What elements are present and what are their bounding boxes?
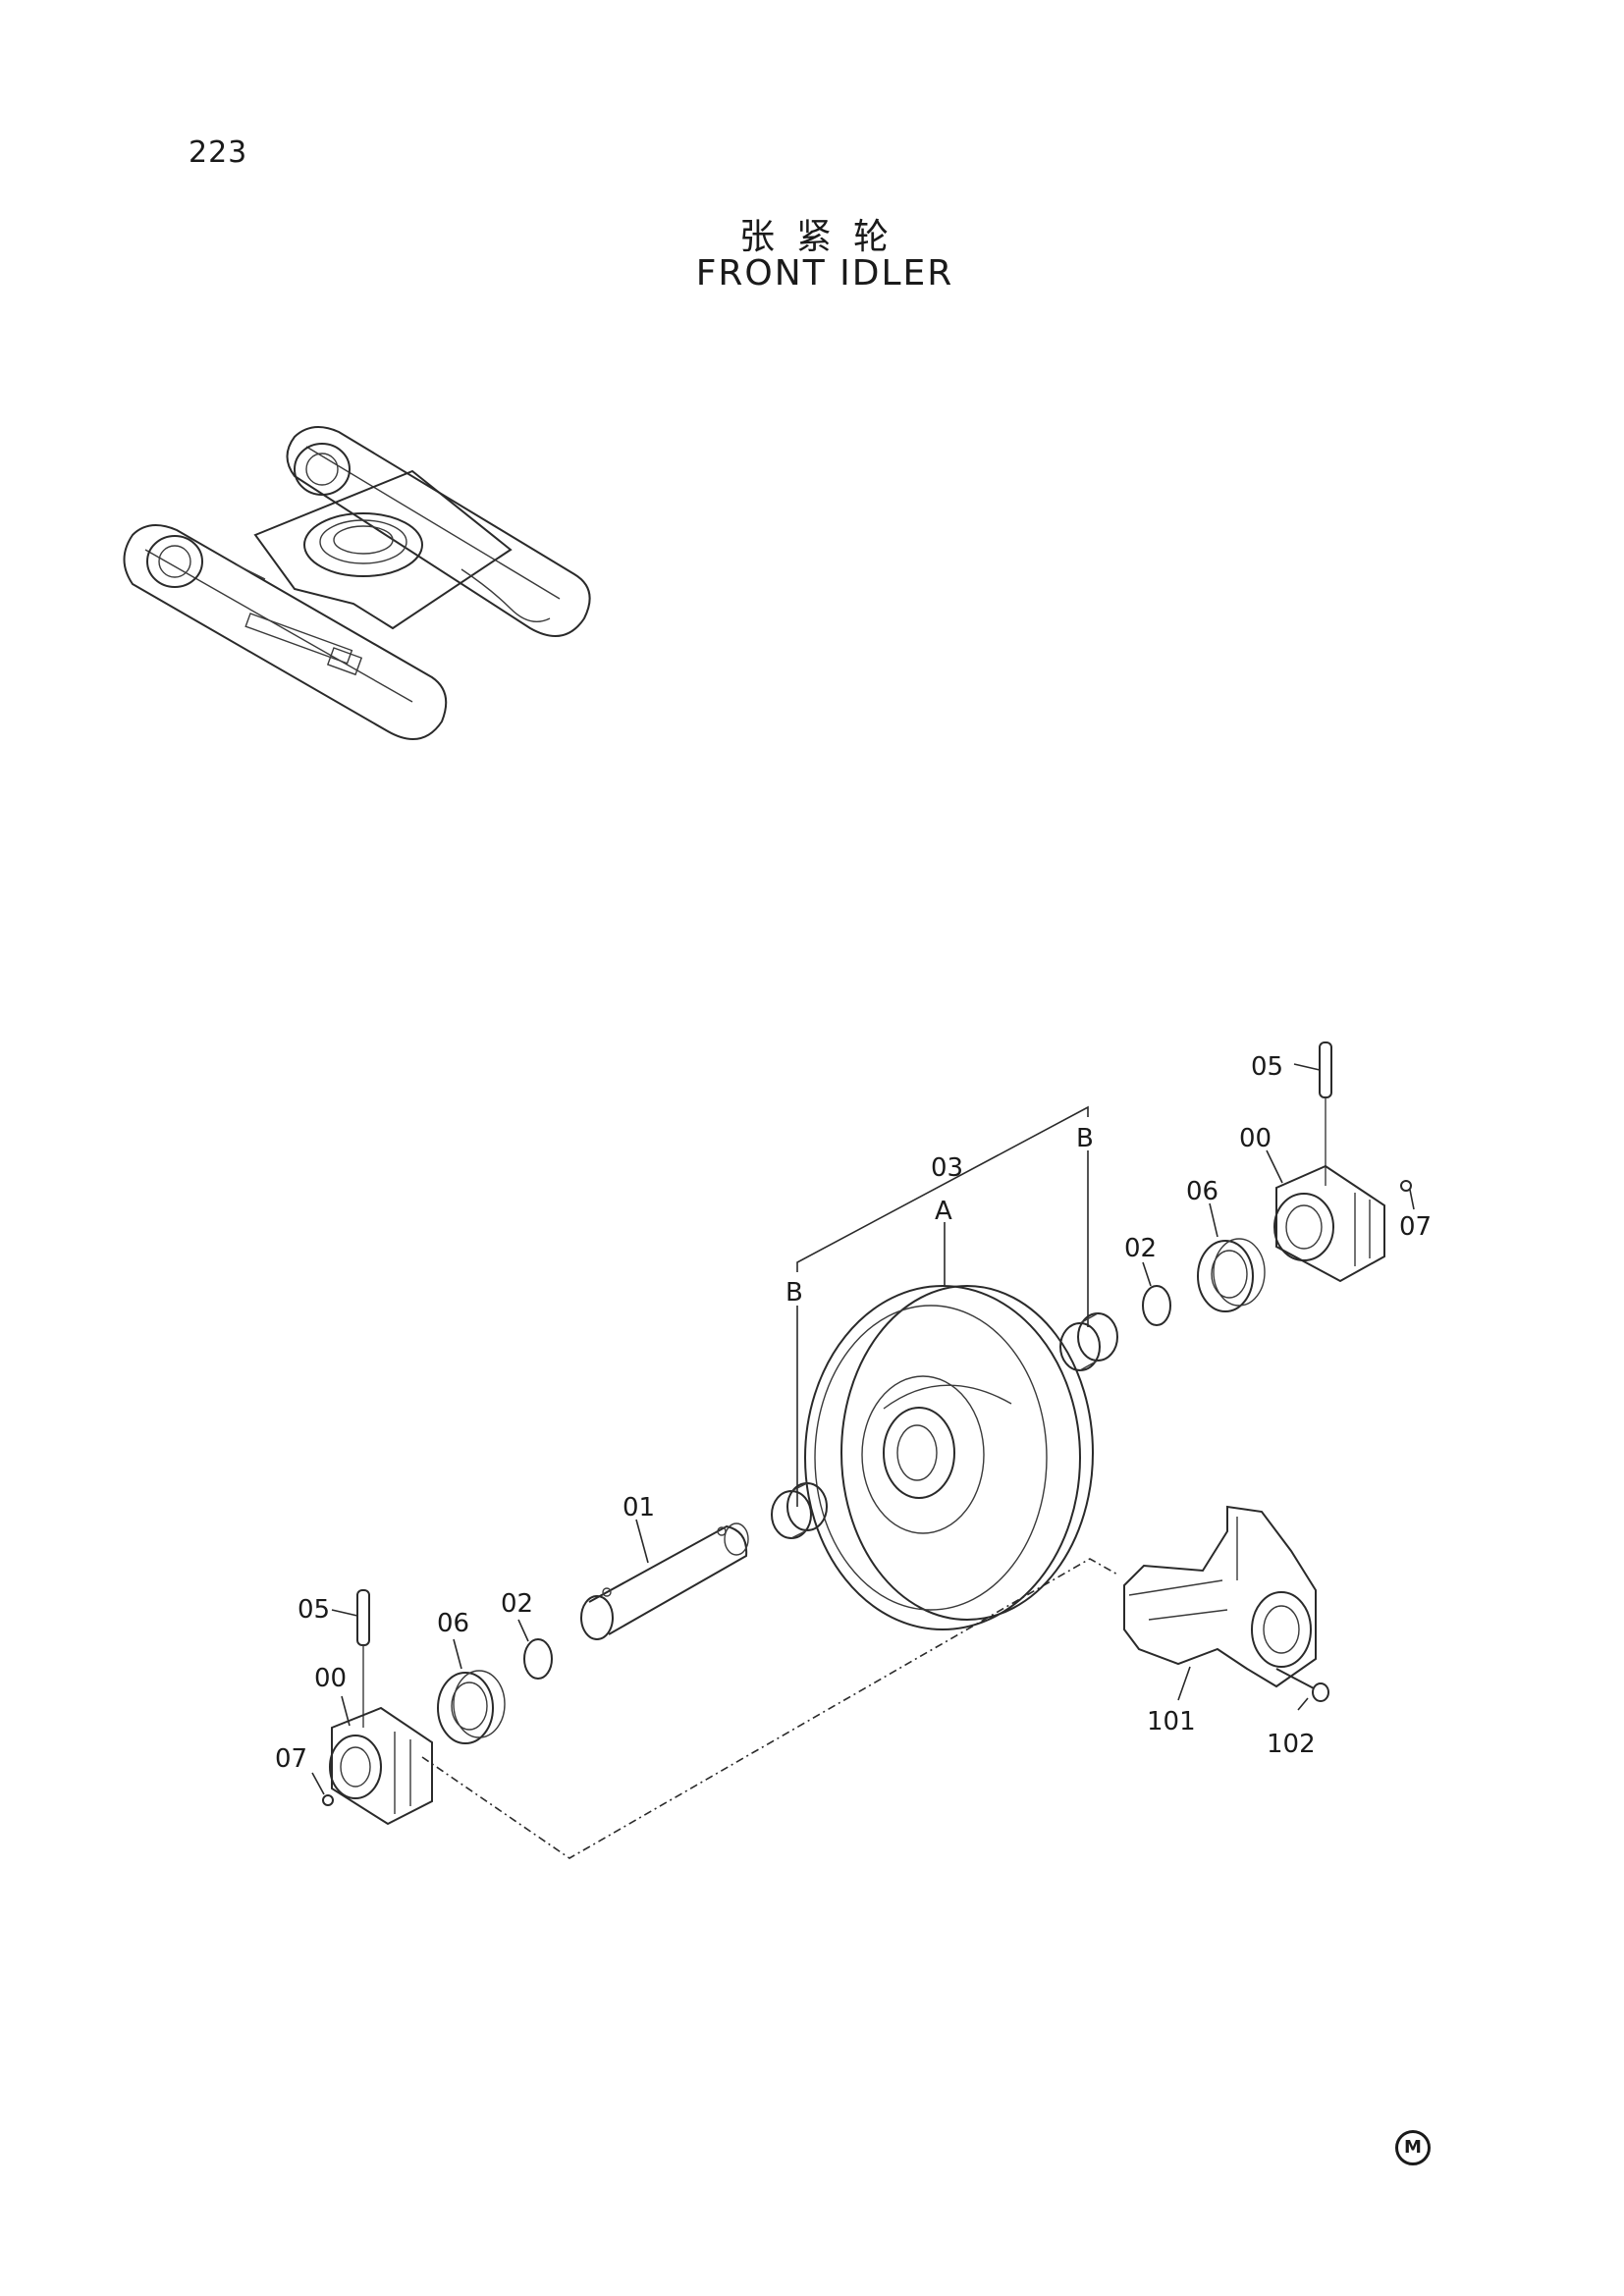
callout-05-right: 05 xyxy=(1251,1052,1283,1082)
callout-102: 102 xyxy=(1267,1730,1316,1759)
bolt-part xyxy=(1275,1668,1329,1711)
callout-06-right: 06 xyxy=(1186,1177,1218,1206)
pin-left-part xyxy=(331,1589,370,1728)
bushing-left-part xyxy=(771,1482,828,1539)
callout-b-left: B xyxy=(785,1278,803,1308)
callout-02-left: 02 xyxy=(501,1589,533,1619)
o-ring-left-part xyxy=(517,1619,553,1680)
plug-right-part xyxy=(1400,1180,1415,1210)
callout-02-right: 02 xyxy=(1124,1234,1157,1263)
callout-00-left: 00 xyxy=(314,1664,347,1693)
callout-b-right: B xyxy=(1076,1124,1094,1153)
page-title-english: FRONT IDLER xyxy=(695,253,954,294)
undercarriage-overview-illustration xyxy=(123,426,591,740)
seal-right-part xyxy=(1197,1202,1266,1312)
callout-01: 01 xyxy=(623,1493,655,1522)
shaft-part xyxy=(580,1519,749,1640)
support-block-left-part xyxy=(329,1695,433,1826)
bushing-right-part xyxy=(1059,1312,1118,1371)
manufacturer-mark-icon: M xyxy=(1395,2130,1431,2165)
pin-right-part xyxy=(1293,1041,1332,1186)
seal-left-part xyxy=(437,1638,506,1744)
callout-07-right: 07 xyxy=(1399,1212,1432,1242)
idler-wheel-part xyxy=(804,1285,1094,1630)
callout-101: 101 xyxy=(1147,1707,1196,1736)
callout-05-left: 05 xyxy=(298,1595,330,1625)
callout-a: A xyxy=(935,1197,952,1226)
idler-bracket-part xyxy=(1123,1505,1317,1701)
group-lines xyxy=(421,1105,1120,1859)
callout-06-left: 06 xyxy=(437,1609,469,1638)
plug-left-part xyxy=(311,1772,334,1806)
page-number: 223 xyxy=(189,135,248,170)
support-block-right-part xyxy=(1266,1149,1385,1283)
callout-00-right: 00 xyxy=(1239,1124,1272,1153)
callout-07-left: 07 xyxy=(275,1744,307,1774)
callout-03: 03 xyxy=(931,1153,963,1183)
o-ring-right-part xyxy=(1142,1261,1171,1326)
page-title-chinese: 张紧轮 xyxy=(738,217,910,257)
callout-labels: 05 00 07 06 02 B 03 A B 01 05 06 02 00 0… xyxy=(275,1052,1432,1774)
